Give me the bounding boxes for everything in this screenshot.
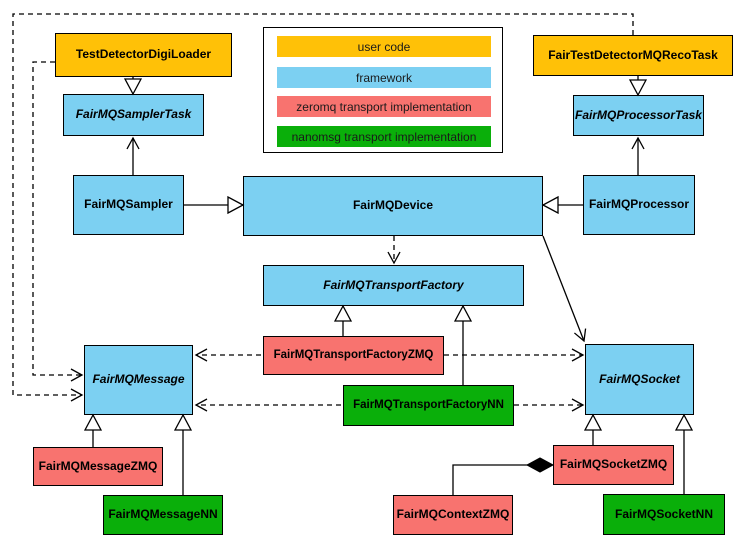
- node-label: TestDetectorDigiLoader: [75, 47, 212, 62]
- node-label: FairMQSampler: [84, 197, 173, 212]
- node-label: FairMQProcessor: [588, 197, 690, 212]
- node-fair-mq-message: FairMQMessage: [84, 345, 193, 415]
- node-fair-test-detector-mq-reco-task: FairTestDetectorMQRecoTask: [533, 35, 733, 76]
- node-label: FairMQMessage: [92, 372, 185, 387]
- node-label: FairMQMessageZMQ: [38, 458, 158, 473]
- node-label: FairTestDetectorMQRecoTask: [548, 47, 718, 62]
- node-fair-mq-message-nn: FairMQMessageNN: [103, 495, 223, 535]
- legend-label: user code: [357, 39, 411, 54]
- node-fair-mq-processor: FairMQProcessor: [583, 175, 695, 235]
- node-fair-mq-transport-factory-zmq: FairMQTransportFactoryZMQ: [263, 336, 444, 375]
- node-fair-mq-socket-zmq: FairMQSocketZMQ: [553, 445, 674, 485]
- legend-item-nanomsg: nanomsg transport implementation: [277, 126, 491, 147]
- legend-item-user-code: user code: [277, 36, 491, 57]
- node-label: FairMQDevice: [352, 198, 434, 213]
- node-label: FairMQSocketNN: [614, 506, 714, 521]
- node-label: FairMQContextZMQ: [396, 507, 510, 522]
- node-label: FairMQTransportFactory: [323, 277, 464, 292]
- node-fair-mq-socket: FairMQSocket: [585, 344, 694, 415]
- node-test-detector-digi-loader: TestDetectorDigiLoader: [55, 33, 232, 77]
- node-fair-mq-sampler-task: FairMQSamplerTask: [63, 94, 204, 136]
- node-label: FairMQSocketZMQ: [559, 457, 668, 472]
- composition-contextzmq-to-socketzmq: [452, 457, 555, 495]
- legend: user code framework zeromq transport imp…: [263, 27, 503, 153]
- composition-line: [452, 464, 528, 495]
- composition-diamond-icon: [525, 457, 555, 473]
- node-fair-mq-sampler: FairMQSampler: [73, 175, 184, 235]
- node-fair-mq-context-zmq: FairMQContextZMQ: [393, 495, 513, 535]
- node-fair-mq-transport-factory-nn: FairMQTransportFactoryNN: [343, 385, 514, 426]
- legend-label: zeromq transport implementation: [296, 99, 472, 114]
- node-label: FairMQMessageNN: [108, 507, 218, 522]
- node-fair-mq-message-zmq: FairMQMessageZMQ: [33, 447, 163, 486]
- association-device-to-socket: [542, 235, 587, 343]
- node-fair-mq-processor-task: FairMQProcessorTask: [573, 95, 704, 136]
- legend-label: framework: [355, 70, 412, 85]
- node-label: FairMQTransportFactoryZMQ: [273, 349, 434, 362]
- node-fair-mq-transport-factory: FairMQTransportFactory: [263, 265, 524, 306]
- association-arrows: [126, 136, 645, 343]
- node-label: FairMQSamplerTask: [75, 107, 192, 122]
- legend-item-framework: framework: [277, 67, 491, 88]
- legend-item-zeromq: zeromq transport implementation: [277, 96, 491, 117]
- node-label: FairMQSocket: [599, 371, 680, 386]
- node-label: FairMQProcessorTask: [575, 107, 702, 122]
- node-fair-mq-socket-nn: FairMQSocketNN: [603, 494, 725, 535]
- node-fair-mq-device: FairMQDevice: [243, 176, 543, 236]
- legend-label: nanomsg transport implementation: [291, 129, 477, 144]
- node-label: FairMQTransportFactoryNN: [353, 399, 504, 412]
